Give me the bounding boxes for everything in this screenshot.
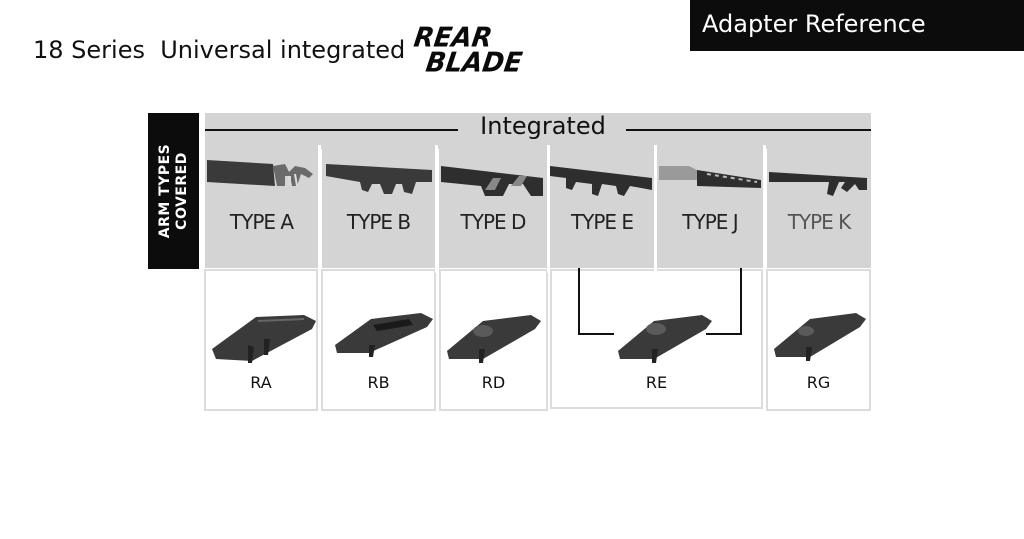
adapter-rd: RD — [439, 269, 548, 411]
adapter-rb-image — [335, 313, 433, 357]
arm-j-image — [659, 166, 761, 188]
arm-a-image — [207, 160, 313, 187]
arm-k-image — [769, 172, 867, 196]
arm-type-label: TYPE K — [787, 210, 852, 234]
column-divider — [435, 145, 438, 273]
adapter-re-image — [618, 315, 712, 363]
integrated-band — [205, 113, 871, 149]
column-divider — [654, 145, 657, 273]
arm-type-label: TYPE D — [460, 210, 527, 234]
adapter-label: RG — [806, 373, 831, 392]
adapter-ra-image — [212, 315, 316, 363]
rear-blade-logo: REAR BLADE — [412, 22, 538, 82]
adapter-label: RB — [367, 373, 390, 392]
arm-d-image — [441, 166, 543, 196]
adapter-label: RA — [250, 373, 272, 392]
adapter-rd-image — [447, 315, 541, 363]
arm-types-line: ARM TYPES — [156, 143, 173, 239]
adapter-ra: RA — [204, 269, 318, 411]
page-title: 18 Series Universal integrated — [33, 36, 406, 64]
arm-b-image — [326, 164, 432, 194]
arm-type-a: TYPE A — [205, 148, 318, 268]
adapter-rb: RB — [321, 269, 436, 411]
arm-type-label: TYPE B — [346, 210, 411, 234]
arm-type-j: TYPE J — [657, 148, 763, 268]
adapter-label: RE — [645, 373, 668, 392]
integrated-rule-left — [205, 129, 458, 131]
arm-e-image — [550, 166, 652, 196]
adapter-reference-banner: Adapter Reference — [690, 0, 1024, 51]
arm-type-e: TYPE E — [550, 148, 654, 268]
arm-type-label: TYPE E — [570, 210, 634, 234]
arm-type-label: TYPE J — [682, 210, 738, 234]
covered-line: COVERED — [173, 152, 190, 230]
re-shared-bracket — [578, 268, 742, 335]
arm-type-d: TYPE D — [439, 148, 547, 268]
integrated-heading: Integrated — [480, 112, 606, 140]
integrated-rule-right — [626, 129, 871, 131]
logo-line-blade: BLADE — [423, 47, 525, 79]
arm-types-covered-label: ARM TYPES COVERED — [148, 113, 199, 269]
adapter-rg: RG — [766, 269, 871, 411]
adapter-label: RD — [481, 373, 506, 392]
adapter-re: RE — [550, 269, 763, 409]
column-divider — [763, 145, 766, 273]
arm-type-b: TYPE B — [322, 148, 435, 268]
adapter-rg-image — [774, 313, 866, 361]
arm-type-k: TYPE K — [767, 148, 871, 268]
column-divider — [318, 145, 321, 273]
column-divider — [547, 145, 550, 273]
arm-type-label: TYPE A — [229, 210, 294, 234]
adapter-reference-label: Adapter Reference — [702, 10, 926, 38]
